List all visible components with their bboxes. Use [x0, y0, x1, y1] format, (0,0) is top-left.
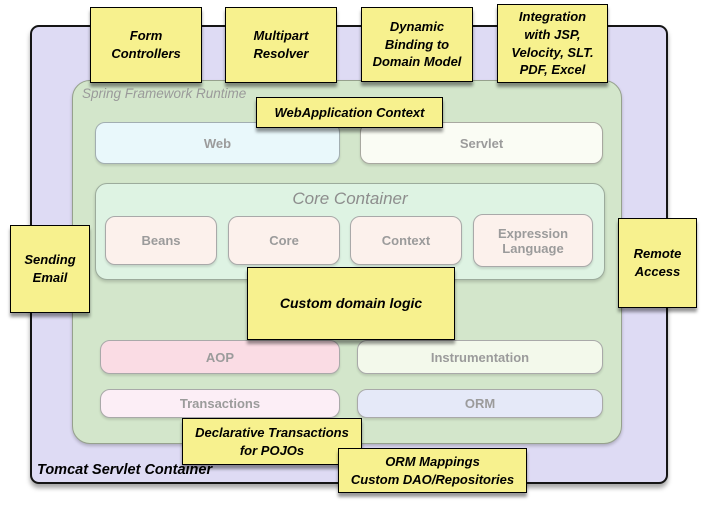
note-multipart-resolver: Multipart Resolver [225, 7, 337, 83]
servlet-module-box: Servlet [360, 122, 603, 164]
orm-module-box: ORM [357, 389, 603, 418]
core-container-title: Core Container [292, 189, 408, 208]
transactions-module-label: Transactions [179, 396, 261, 411]
note-form-controllers: Form Controllers [90, 7, 202, 83]
instrumentation-module-box: Instrumentation [357, 340, 603, 374]
expression-language-module-label: Expression Language [497, 225, 569, 256]
core-module-box: Core [228, 216, 340, 265]
note-custom-domain-logic: Custom domain logic [247, 267, 455, 340]
note-dynamic-binding: Dynamic Binding to Domain Model [361, 7, 473, 82]
web-module-label: Web [203, 135, 232, 151]
orm-module-label: ORM [464, 396, 496, 411]
servlet-module-label: Servlet [459, 135, 504, 151]
note-declarative-transactions: Declarative Transactions for POJOs [182, 418, 362, 465]
transactions-module-box: Transactions [100, 389, 340, 418]
instrumentation-module-label: Instrumentation [430, 349, 530, 365]
web-module-box: Web [95, 122, 340, 164]
note-orm-mappings: ORM Mappings Custom DAO/Repositories [338, 448, 527, 493]
note-sending-email: Sending Email [10, 225, 90, 313]
core-module-label: Core [269, 233, 299, 248]
context-module-label: Context [381, 233, 431, 248]
note-integration-views: Integration with JSP, Velocity, SLT. PDF… [497, 4, 608, 83]
beans-module-box: Beans [105, 216, 217, 265]
note-webapplication-context: WebApplication Context [256, 97, 443, 128]
spring-framework-runtime-label: Spring Framework Runtime [82, 86, 247, 101]
expression-language-module-box: Expression Language [473, 214, 593, 267]
beans-module-label: Beans [141, 233, 181, 248]
tomcat-servlet-container-label: Tomcat Servlet Container [37, 462, 213, 478]
aop-module-box: AOP [100, 340, 340, 374]
context-module-box: Context [350, 216, 462, 265]
note-remote-access: Remote Access [618, 218, 697, 308]
aop-module-label: AOP [205, 349, 235, 365]
